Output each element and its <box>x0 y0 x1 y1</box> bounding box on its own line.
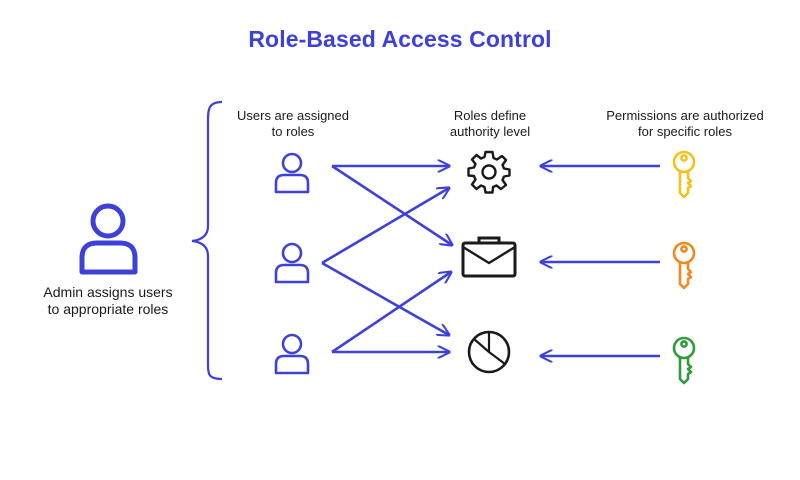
permission-role-arrows <box>541 166 660 356</box>
key-icon-green <box>672 336 696 385</box>
grouping-brace <box>191 100 223 381</box>
user-role-arrows <box>321 164 452 354</box>
user-icon <box>274 333 310 375</box>
pie-chart-icon <box>467 330 511 374</box>
user-icon <box>274 242 310 284</box>
admin-user-icon <box>79 203 138 275</box>
admin-label-line2: to appropriate roles <box>47 301 169 317</box>
arrow-user3-to-briefcase <box>331 272 451 354</box>
gear-icon <box>467 150 511 194</box>
briefcase-icon <box>461 236 517 278</box>
permissions-heading: Permissions are authorized for specific … <box>590 108 780 140</box>
user-icon <box>274 152 310 194</box>
admin-label: Admin assigns users to appropriate roles <box>18 284 198 318</box>
key-icon-orange <box>672 241 696 290</box>
users-heading: Users are assigned to roles <box>218 108 368 140</box>
arrow-user1-to-briefcase <box>331 164 452 245</box>
key-icon-yellow <box>672 150 696 199</box>
diagram-title: Role-Based Access Control <box>248 26 552 52</box>
roles-heading: Roles define authority level <box>420 108 560 140</box>
roles-heading-line1: Roles define <box>453 108 527 123</box>
users-heading-line1: Users are assigned <box>237 108 349 123</box>
permissions-heading-line2: for specific roles <box>638 124 732 139</box>
roles-heading-line2: authority level <box>449 124 531 139</box>
arrow-user2-to-gear <box>321 188 449 265</box>
admin-label-line1: Admin assigns users <box>43 284 173 300</box>
users-heading-line2: to roles <box>271 124 315 139</box>
arrow-user2-to-pie <box>321 261 449 335</box>
permissions-heading-line1: Permissions are authorized <box>606 108 764 123</box>
